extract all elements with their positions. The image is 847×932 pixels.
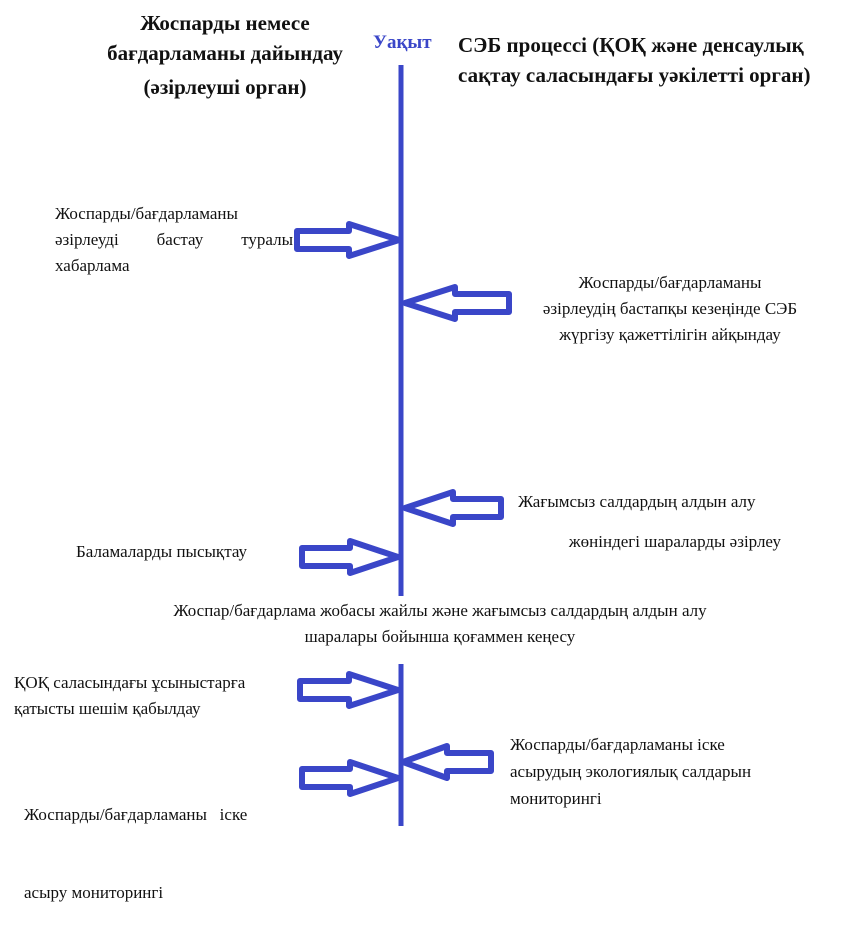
arrow-right-monitoring — [299, 759, 401, 797]
header-line: Жоспарды немесе — [140, 11, 310, 35]
text-line: асыру мониторингі — [24, 883, 164, 902]
text-line: жүргізу қажеттілігін айқындау — [559, 325, 781, 344]
text-line: жөніндегі шараларды әзірлеу — [568, 532, 782, 551]
step-sea-need: Жоспарды/бағдарламаны әзірлеудің бастапқ… — [510, 270, 830, 348]
step-notice: Жоспарды/бағдарламаны әзірлеуді бастау т… — [55, 201, 293, 279]
header-line: СЭБ процессі (ҚОҚ және денсаулық — [458, 33, 804, 57]
arrow-right-decision — [297, 671, 401, 709]
text-line: Баламаларды пысықтау — [76, 542, 248, 561]
text-line: Жоспар/бағдарлама жобасы жайлы және жағы… — [173, 601, 707, 620]
step-alternatives: Баламаларды пысықтау — [76, 539, 247, 565]
text-line: Жағымсыз салдардың алдын алу — [518, 492, 756, 511]
header-line: (әзірлеуші орган) — [143, 75, 307, 99]
timeline-diagram — [294, 65, 512, 826]
left-column-header: Жоспарды немесе бағдарламаны дайындау (ә… — [100, 8, 350, 102]
header-line: бағдарламаны дайындау — [107, 41, 343, 65]
arrow-left-monitoring — [400, 743, 494, 781]
arrow-left-sea-need — [402, 284, 512, 322]
text-line: шаралары бойынша қоғаммен кеңесу — [304, 627, 576, 646]
text-line: Жоспарды/бағдарламаны іске — [24, 805, 248, 824]
step-monitoring-right: Жоспарды/бағдарламаны іске асырудың экол… — [510, 731, 751, 812]
text-line: асырудың экологиялық салдарын — [510, 762, 752, 781]
step-monitoring-left: Жоспарды/бағдарламаны іске асыру монитор… — [24, 750, 247, 932]
time-axis-label: Уақыт — [373, 32, 432, 53]
text-line: Жоспарды/бағдарламаны — [578, 273, 762, 292]
arrow-right-notice — [294, 221, 402, 259]
text-line: мониторингі — [510, 789, 602, 808]
arrow-left-mitigation — [402, 489, 504, 527]
text-line: әзірлеуді бастау туралы — [55, 230, 293, 249]
header-line: сақтау саласындағы уәкілетті орган) — [458, 63, 811, 87]
right-column-header: СЭБ процессі (ҚОҚ және денсаулық сақтау … — [458, 30, 810, 90]
step-consultation: Жоспар/бағдарлама жобасы жайлы және жағы… — [120, 598, 760, 650]
text-line: ҚОҚ саласындағы ұсыныстарға — [14, 673, 246, 692]
step-decision: ҚОҚ саласындағы ұсыныстарға қатысты шеші… — [14, 670, 245, 722]
arrow-right-alternatives — [299, 538, 401, 576]
text-line: Жоспарды/бағдарламаны — [55, 204, 238, 223]
text-line: әзірлеудің бастапқы кезеңінде СЭБ — [542, 299, 798, 318]
text-line: қатысты шешім қабылдау — [14, 699, 201, 718]
text-line: Жоспарды/бағдарламаны іске — [510, 735, 725, 754]
text-line: хабарлама — [55, 256, 130, 275]
step-mitigation: Жағымсыз салдардың алдын алу жөніндегі ш… — [515, 482, 835, 562]
